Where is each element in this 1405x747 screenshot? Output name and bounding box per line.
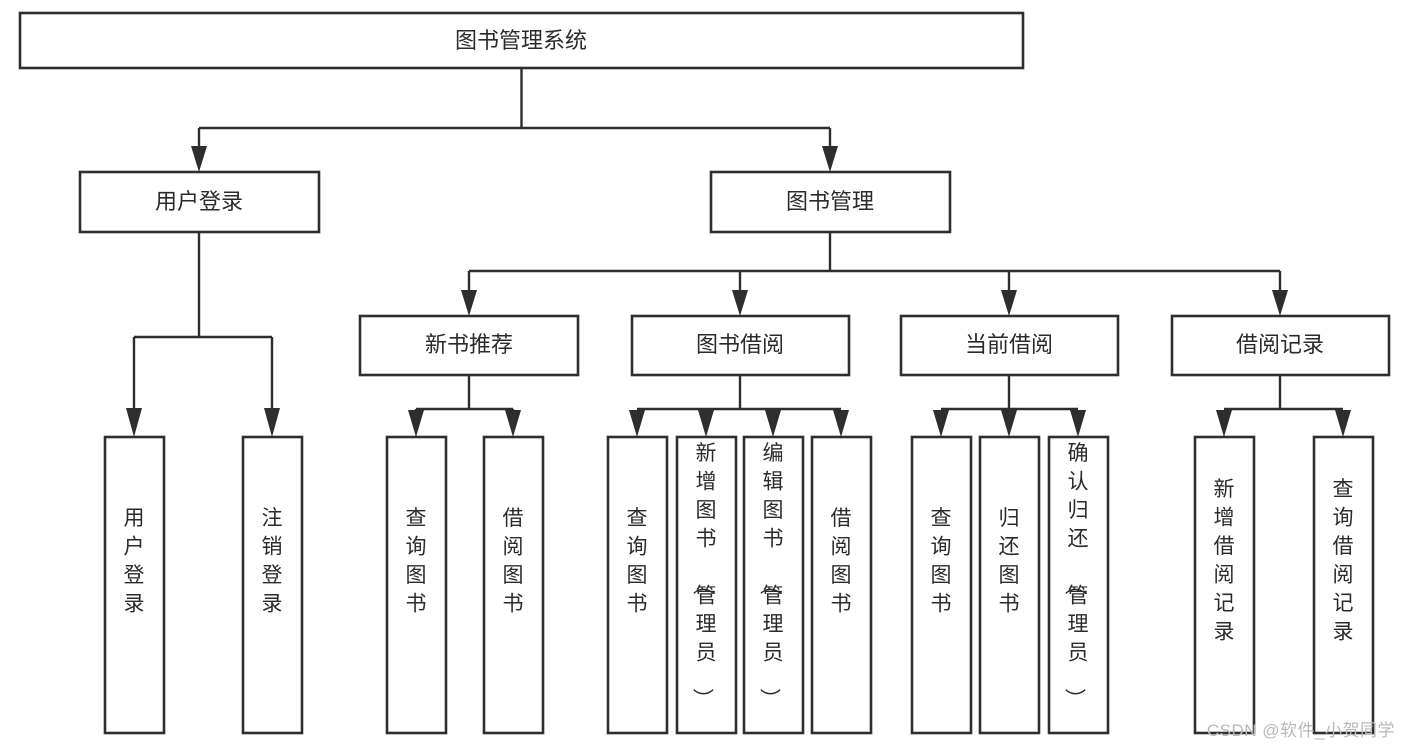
node-box-book-borrow[interactable] — [630, 314, 851, 377]
connector-group-book-borrow — [629, 375, 849, 437]
node-label-book-management: 图书管理 — [786, 189, 874, 214]
leaf-label-br-query-record: 查询借阅记录 — [1333, 478, 1354, 644]
leaf-box-bb-query-book[interactable] — [606, 435, 669, 735]
node-box-new-book-recommend[interactable] — [358, 314, 580, 377]
leaf-label-logout: 注销登录 — [262, 507, 283, 616]
leaf-box-cb-query-book[interactable] — [910, 435, 973, 735]
arrowhead-nbr-leaf-2 — [505, 410, 521, 437]
leaf-label-user-login-login: 用户登录 — [124, 507, 145, 616]
arrowhead-bb-leaf-2 — [698, 410, 714, 437]
node-label-borrow-record: 借阅记录 — [1236, 332, 1324, 357]
leaf-node-cb-confirm-return-admin[interactable]: 确认归还（管理员） — [1047, 435, 1110, 735]
node-current-borrow[interactable]: 当前借阅 — [899, 314, 1120, 377]
leaf-box-logout[interactable] — [241, 435, 304, 735]
connector-group-new-book-rec — [408, 375, 521, 437]
arrowhead-bb-leaf-3 — [765, 410, 781, 437]
node-box-borrow-record[interactable] — [1170, 314, 1391, 377]
arrowhead-bb-leaf-1 — [629, 410, 645, 437]
arrowhead-nbr-leaf-1 — [408, 410, 424, 437]
leaf-node-logout[interactable]: 注销登录 — [241, 435, 304, 735]
leaf-label-bb-borrow-book: 借阅图书 — [831, 507, 852, 616]
node-label-book-borrow: 图书借阅 — [696, 332, 784, 357]
leaf-box-bb-borrow-book[interactable] — [810, 435, 873, 735]
leaf-label-cb-query-book: 查询图书 — [931, 507, 952, 616]
leaf-node-nbr-query-book[interactable]: 查询图书 — [385, 435, 448, 735]
leaf-label-nbr-borrow-book: 借阅图书 — [503, 507, 524, 616]
node-box-current-borrow[interactable] — [899, 314, 1120, 377]
node-root-system[interactable]: 图书管理系统 — [18, 11, 1025, 70]
leaf-box-nbr-query-book[interactable] — [385, 435, 448, 735]
leaf-node-nbr-borrow-book[interactable]: 借阅图书 — [482, 435, 545, 735]
connector-group-borrow-record — [1216, 375, 1351, 437]
leaf-box-bb-edit-book-admin[interactable] — [742, 435, 805, 735]
connector-group-book-mgmt — [461, 232, 1288, 316]
node-label-root: 图书管理系统 — [455, 28, 587, 53]
leaf-box-cb-confirm-return-admin[interactable] — [1047, 435, 1110, 735]
node-borrow-record[interactable]: 借阅记录 — [1170, 314, 1391, 377]
leaf-label-bb-query-book: 查询图书 — [627, 507, 648, 616]
node-book-borrow[interactable]: 图书借阅 — [630, 314, 851, 377]
connector-group-current-borrow — [933, 375, 1086, 437]
leaf-node-br-add-record[interactable]: 新增借阅记录 — [1193, 435, 1256, 735]
arrowhead-br-leaf-2 — [1335, 410, 1351, 437]
arrowhead-book-mgmt — [822, 146, 838, 172]
leaf-node-user-login-login[interactable]: 用户登录 — [103, 435, 166, 735]
arrowhead-new-book-rec — [461, 290, 477, 316]
arrowhead-leaf-user-login-1 — [126, 408, 142, 437]
leaf-label-br-add-record: 新增借阅记录 — [1214, 478, 1235, 644]
node-label-new-book-recommend: 新书推荐 — [425, 332, 513, 357]
arrowhead-bb-leaf-4 — [833, 410, 849, 437]
arrowhead-book-borrow — [732, 290, 748, 316]
node-box-book-management[interactable] — [709, 170, 952, 234]
connector-group-root — [191, 68, 838, 172]
leaf-label-cb-confirm-return-admin: 确认归还（管理员） — [1063, 442, 1089, 709]
arrowhead-br-leaf-1 — [1216, 410, 1232, 437]
node-box-root[interactable] — [18, 11, 1025, 70]
leaf-node-br-query-record[interactable]: 查询借阅记录 — [1312, 435, 1375, 735]
leaf-box-bb-add-book-admin[interactable] — [675, 435, 738, 735]
arrowhead-cb-leaf-3 — [1070, 410, 1086, 437]
leaf-box-br-add-record[interactable] — [1193, 435, 1256, 735]
node-user-login[interactable]: 用户登录 — [78, 170, 321, 234]
node-box-user-login[interactable] — [78, 170, 321, 234]
arrowhead-cb-leaf-2 — [1001, 410, 1017, 437]
arrowhead-user-login — [191, 146, 207, 172]
arrowhead-leaf-user-login-2 — [264, 408, 280, 437]
node-label-user-login: 用户登录 — [155, 189, 243, 214]
leaf-node-cb-query-book[interactable]: 查询图书 — [910, 435, 973, 735]
node-new-book-recommend[interactable]: 新书推荐 — [358, 314, 580, 377]
arrowhead-borrow-record — [1272, 290, 1288, 316]
leaf-node-bb-query-book[interactable]: 查询图书 — [606, 435, 669, 735]
leaf-box-user-login-login[interactable] — [103, 435, 166, 735]
leaf-box-cb-return-book[interactable] — [978, 435, 1041, 735]
node-book-management[interactable]: 图书管理 — [709, 170, 952, 234]
leaf-box-nbr-borrow-book[interactable] — [482, 435, 545, 735]
node-label-current-borrow: 当前借阅 — [965, 332, 1053, 357]
leaf-node-bb-add-book-admin[interactable]: 新增图书（管理员） — [675, 435, 738, 735]
leaf-label-nbr-query-book: 查询图书 — [406, 507, 427, 616]
leaf-box-br-query-record[interactable] — [1312, 435, 1375, 735]
connector-group-user-login — [126, 232, 280, 437]
arrowhead-current-borrow — [1001, 290, 1017, 316]
leaf-node-bb-edit-book-admin[interactable]: 编辑图书（管理员） — [742, 435, 805, 735]
leaf-node-bb-borrow-book[interactable]: 借阅图书 — [810, 435, 873, 735]
arrowhead-cb-leaf-1 — [933, 410, 949, 437]
leaf-label-bb-edit-book-admin: 编辑图书（管理员） — [758, 442, 784, 709]
leaf-label-bb-add-book-admin: 新增图书（管理员） — [691, 442, 717, 709]
leaf-node-cb-return-book[interactable]: 归还图书 — [978, 435, 1041, 735]
leaf-label-cb-return-book: 归还图书 — [999, 507, 1020, 616]
